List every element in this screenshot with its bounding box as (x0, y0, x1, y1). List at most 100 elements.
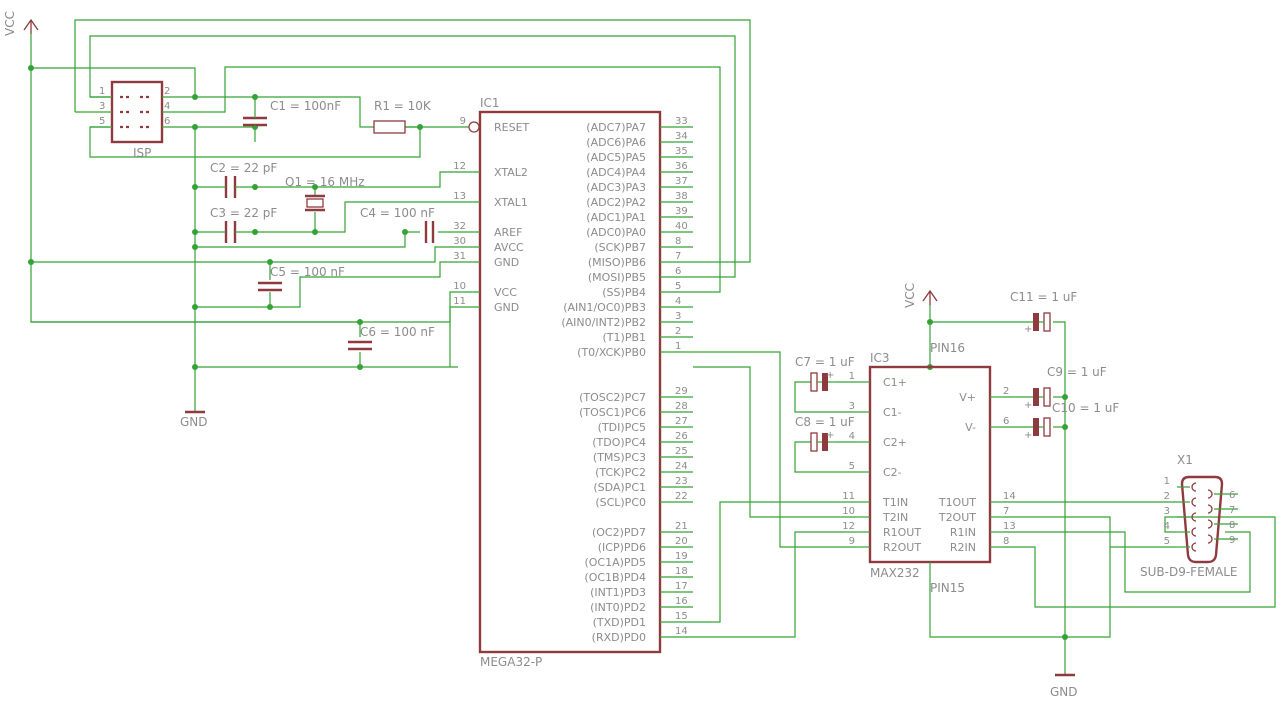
svg-text:1: 1 (99, 86, 105, 97)
c10-capacitor: + C10 = 1 uF (1024, 401, 1119, 441)
svg-text:(ADC7)PA7: (ADC7)PA7 (586, 121, 646, 134)
svg-text:9: 9 (849, 536, 855, 547)
svg-text:C2 = 22 pF: C2 = 22 pF (210, 161, 277, 175)
c7-capacitor: + C7 = 1 uF (795, 355, 855, 392)
ic3-pin-6: 6V- (965, 416, 1009, 434)
svg-text:C9 = 1 uF: C9 = 1 uF (1047, 365, 1107, 379)
svg-text:C8 = 1 uF: C8 = 1 uF (795, 415, 855, 429)
svg-text:(TOSC1)PC6: (TOSC1)PC6 (579, 406, 646, 419)
svg-text:24: 24 (675, 461, 688, 472)
svg-text:4: 4 (849, 431, 855, 442)
svg-text:10: 10 (453, 281, 466, 292)
ic1-pin-35: 35(ADC5)PA5 (586, 146, 693, 164)
svg-text:RESET: RESET (494, 121, 530, 134)
svg-text:(SCL)PC0: (SCL)PC0 (595, 496, 646, 509)
svg-text:C5 = 100 nF: C5 = 100 nF (270, 265, 345, 279)
c6-capacitor: C6 = 100 nF (348, 325, 435, 351)
ic1-pin-14: 14(RXD)PD0 (592, 626, 693, 644)
svg-text:7: 7 (675, 251, 681, 262)
ic1-pin-1: 1(T0/XCK)PB0 (577, 341, 693, 359)
svg-text:(AIN1/OC0)PB3: (AIN1/OC0)PB3 (563, 301, 646, 314)
svg-text:(TOSC2)PC7: (TOSC2)PC7 (579, 391, 646, 404)
c2-capacitor: C2 = 22 pF (210, 161, 277, 198)
r1-resistor: R1 = 10K (373, 99, 432, 134)
ic1-pin-18: 18(OC1B)PD4 (584, 566, 693, 584)
gnd-label-left: GND (180, 415, 208, 429)
svg-text:5: 5 (99, 116, 105, 127)
ic1-pin-34: 34(ADC6)PA6 (586, 131, 693, 149)
ic1-pin-20: 20(ICP)PD6 (598, 536, 693, 554)
svg-text:XTAL2: XTAL2 (494, 166, 528, 179)
isp-header: 1 2 3 4 5 6 ISP (75, 80, 170, 160)
svg-text:3: 3 (675, 311, 681, 322)
isp-label: ISP (133, 146, 151, 160)
svg-text:+: + (826, 370, 834, 381)
ic1-pin-27: 27(TDI)PC5 (598, 416, 693, 434)
svg-text:R1IN: R1IN (950, 526, 976, 539)
ic1-pin-15: 15(TXD)PD1 (593, 611, 693, 629)
svg-text:(ADC6)PA6: (ADC6)PA6 (586, 136, 646, 149)
svg-text:(TXD)PD1: (TXD)PD1 (593, 616, 646, 629)
svg-text:12: 12 (453, 161, 466, 172)
svg-text:R1OUT: R1OUT (883, 526, 921, 539)
c8-capacitor: + C8 = 1 uF (795, 415, 855, 452)
svg-text:4: 4 (164, 101, 170, 112)
svg-text:+: + (1024, 400, 1032, 411)
svg-text:XTAL1: XTAL1 (494, 196, 528, 209)
svg-text:20: 20 (675, 536, 688, 547)
junctions (28, 65, 1068, 640)
svg-text:2: 2 (1164, 491, 1170, 502)
svg-text:C1+: C1+ (883, 376, 907, 389)
svg-text:19: 19 (675, 551, 688, 562)
svg-text:17: 17 (675, 581, 688, 592)
svg-text:(MOSI)PB5: (MOSI)PB5 (588, 271, 646, 284)
svg-text:11: 11 (842, 491, 855, 502)
vcc-symbol-ic3: VCC (903, 283, 938, 308)
svg-text:+: + (826, 430, 834, 441)
x1-pin-7: 7 (1207, 504, 1238, 516)
svg-text:(ADC0)PA0: (ADC0)PA0 (586, 226, 646, 239)
svg-text:R2IN: R2IN (950, 541, 976, 554)
c3-capacitor: C3 = 22 pF (210, 206, 277, 243)
ic1-pin-5: 5 (SS)PB4 (602, 281, 693, 299)
svg-text:(TMS)PC3: (TMS)PC3 (593, 451, 646, 464)
svg-text:(SS)PB4: (SS)PB4 (602, 286, 646, 299)
svg-text:(T1)PB1: (T1)PB1 (603, 331, 646, 344)
svg-text:5: 5 (675, 281, 681, 292)
x1-pin-5: 5 (1164, 536, 1197, 552)
svg-text:6: 6 (164, 116, 170, 127)
svg-text:5: 5 (849, 461, 855, 472)
svg-text:9: 9 (460, 116, 466, 127)
x1-ref: X1 (1177, 453, 1193, 467)
svg-text:+: + (1024, 324, 1032, 335)
svg-text:V-: V- (965, 421, 976, 434)
svg-text:2: 2 (164, 86, 170, 97)
ic1-value: MEGA32-P (480, 655, 542, 669)
ic1-pin-23: 23(SDA)PC1 (593, 476, 693, 494)
svg-text:4: 4 (1164, 521, 1170, 532)
svg-text:4: 4 (675, 296, 681, 307)
svg-text:35: 35 (675, 146, 688, 157)
svg-text:C10 = 1 uF: C10 = 1 uF (1052, 401, 1119, 415)
svg-text:28: 28 (675, 401, 688, 412)
svg-text:10: 10 (842, 506, 855, 517)
svg-text:5: 5 (1164, 536, 1170, 547)
svg-text:9: 9 (1229, 535, 1235, 546)
ic3-pin-5: 5 C2- (849, 461, 902, 479)
ic1-pin-22: 22 (SCL)PC0 (595, 491, 693, 509)
svg-text:(OC1A)PD5: (OC1A)PD5 (584, 556, 646, 569)
svg-text:37: 37 (675, 176, 688, 187)
svg-text:C2-: C2- (883, 466, 902, 479)
svg-text:22: 22 (675, 491, 688, 502)
svg-text:R1 = 10K: R1 = 10K (374, 99, 432, 113)
svg-text:(INT1)PD3: (INT1)PD3 (590, 586, 646, 599)
ic1-pin-40: 40(ADC0)PA0 (586, 221, 693, 239)
